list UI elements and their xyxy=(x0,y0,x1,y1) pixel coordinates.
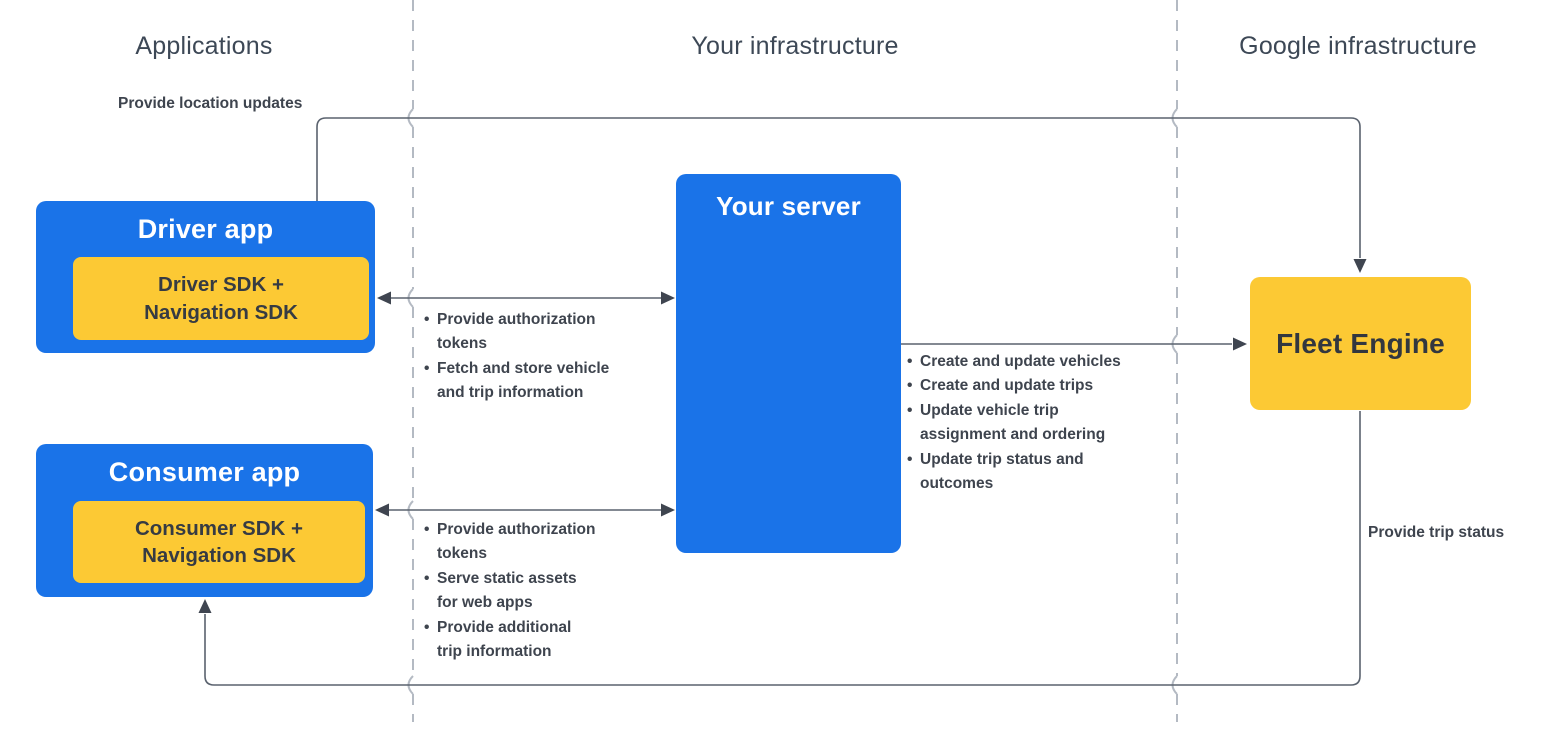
list-item: Create and update vehicles xyxy=(907,350,1167,375)
edge-list-consumer-server: Provide authorization tokens Serve stati… xyxy=(424,518,654,664)
connector-consumer-server xyxy=(375,503,675,517)
column-header-google-infrastructure: Google infrastructure xyxy=(1239,32,1477,60)
your-server-node: Your server xyxy=(676,174,901,553)
list-item: Update vehicle trip assignment and order… xyxy=(907,399,1167,448)
fleet-engine-title: Fleet Engine xyxy=(1276,327,1445,359)
arrowhead-right-icon xyxy=(661,291,675,305)
list-item: Update trip status and outcomes xyxy=(907,448,1167,497)
list-item: Create and update trips xyxy=(907,374,1167,399)
separator-your-google xyxy=(1171,0,1178,722)
list-item: Serve static assets for web apps xyxy=(424,567,654,616)
edge-list-server-fleet: Create and update vehicles Create and up… xyxy=(907,350,1167,496)
list-item: Provide authorization tokens xyxy=(424,518,654,567)
connector-location-updates xyxy=(316,117,1367,273)
consumer-sdk-node: Consumer SDK + Navigation SDK xyxy=(73,501,365,583)
edge-list-driver-server: Provide authorization tokens Fetch and s… xyxy=(424,308,654,406)
arrowhead-down-icon xyxy=(1353,259,1367,273)
list-item: Fetch and store vehicle and trip informa… xyxy=(424,357,654,406)
edge-label-trip-status: Provide trip status xyxy=(1368,524,1505,541)
consumer-app-title: Consumer app xyxy=(108,457,301,487)
fleet-engine-node: Fleet Engine xyxy=(1250,277,1471,410)
driver-sdk-node: Driver SDK + Navigation SDK xyxy=(73,257,369,340)
your-server-title: Your server xyxy=(716,191,861,221)
arrowhead-left-icon xyxy=(377,291,391,305)
separator-applications-your xyxy=(407,0,414,722)
column-header-applications: Applications xyxy=(135,32,273,60)
consumer-app-node: Consumer app Consumer SDK + Navigation S… xyxy=(36,444,373,597)
list-item: Provide additional trip information xyxy=(424,616,654,665)
arrowhead-right-icon xyxy=(661,503,675,517)
edge-label-location-updates: Provide location updates xyxy=(118,95,303,112)
connector-server-fleet xyxy=(900,337,1247,351)
arrowhead-left-icon xyxy=(375,503,389,517)
connector-trip-status xyxy=(198,411,1361,686)
driver-app-node: Driver app Driver SDK + Navigation SDK xyxy=(36,201,375,353)
arrowhead-up-icon xyxy=(198,599,212,613)
arrowhead-right-icon xyxy=(1233,337,1247,351)
connector-driver-server xyxy=(377,291,675,305)
list-item: Provide authorization tokens xyxy=(424,308,654,357)
driver-app-title: Driver app xyxy=(137,214,274,244)
column-header-your-infrastructure: Your infrastructure xyxy=(691,32,899,60)
